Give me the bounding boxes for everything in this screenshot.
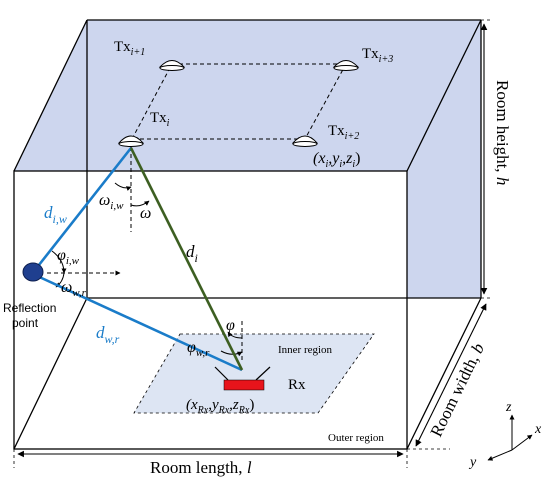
coordinate-axes bbox=[487, 414, 533, 461]
dimension-guides bbox=[13, 19, 492, 468]
transmitter-lamp-i1 bbox=[158, 60, 186, 71]
label-omega: ω bbox=[140, 205, 151, 222]
label-room-height: Room height, h bbox=[493, 80, 512, 185]
reflection-point bbox=[22, 262, 44, 282]
label-d-i: di bbox=[186, 242, 198, 265]
room-width-arrow bbox=[415, 303, 487, 447]
label-tx-i3: Txi+3 bbox=[362, 46, 393, 65]
label-phi-iw: φi,w bbox=[57, 247, 80, 267]
label-room-length: Room length, l bbox=[150, 458, 252, 477]
label-axis-z: z bbox=[505, 400, 512, 415]
label-tx-coords: (xi,yi,zi) bbox=[313, 150, 360, 170]
angle-arc-omega bbox=[130, 200, 150, 207]
label-axis-x: x bbox=[534, 422, 542, 437]
angle-arc-phi-wr bbox=[220, 350, 243, 357]
label-axis-y: y bbox=[468, 455, 477, 470]
label-phi: φ bbox=[226, 317, 235, 334]
label-d-iw: di,w bbox=[44, 203, 67, 226]
label-reflection-line1: Reflection bbox=[3, 301, 56, 315]
transmitter-lamp-i bbox=[117, 135, 145, 147]
ceiling-plane bbox=[14, 20, 481, 298]
angle-arc-phi-iw bbox=[51, 250, 67, 274]
label-tx-i1: Txi+1 bbox=[114, 39, 145, 58]
label-tx-i: Txi bbox=[150, 110, 170, 129]
transmitter-grid bbox=[131, 63, 347, 140]
receiver bbox=[214, 366, 271, 391]
path-d-wr bbox=[34, 273, 243, 372]
transmitter-lamp-i2 bbox=[291, 135, 319, 147]
label-omega-iw: ωi,w bbox=[99, 192, 124, 212]
label-phi-wr: φw,r bbox=[187, 339, 210, 359]
label-outer-region: Outer region bbox=[328, 432, 384, 444]
label-d-wr: dw,r bbox=[96, 323, 120, 346]
path-d-iw bbox=[33, 147, 133, 271]
angle-arc-omega-iw bbox=[114, 182, 132, 191]
path-d-i bbox=[129, 147, 244, 371]
label-reflection-line2: point bbox=[12, 316, 39, 330]
label-rx: Rx bbox=[288, 377, 306, 393]
label-rx-coords: (xRx,yRx,zRx) bbox=[186, 397, 254, 416]
label-omega-wr: ωw,r bbox=[61, 279, 87, 299]
label-tx-i2: Txi+2 bbox=[328, 123, 359, 142]
angle-arc-phi bbox=[227, 331, 243, 339]
label-inner-region: Inner region bbox=[278, 344, 333, 356]
transmitter-lamp-i3 bbox=[332, 60, 360, 71]
inner-region bbox=[133, 333, 375, 414]
